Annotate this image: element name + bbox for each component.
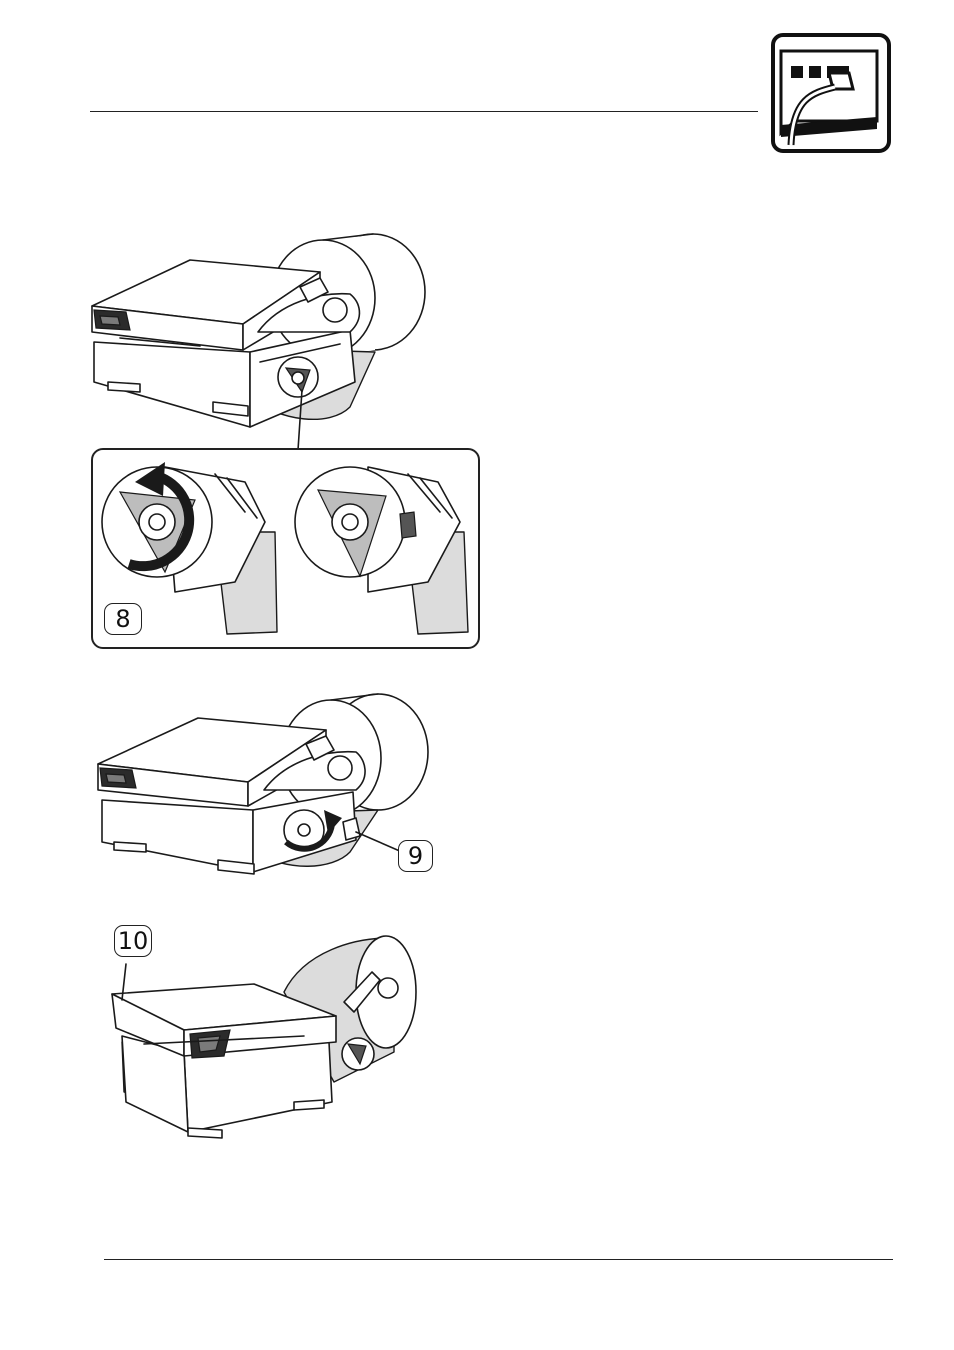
step-callout-10: 10: [114, 925, 152, 957]
step-callout-8: 8: [104, 603, 142, 635]
step-number-10: 10: [118, 929, 149, 953]
step-number-8: 8: [115, 607, 130, 631]
detail-leader-line: [290, 390, 310, 452]
printer-knob-turn-figure: [88, 692, 438, 882]
printer-connector-icon: [771, 33, 891, 153]
step-number-9: 9: [408, 844, 423, 868]
footer-rule: [104, 1259, 893, 1260]
roll-holder-detail-right: [288, 452, 478, 642]
header-rule: [90, 111, 758, 112]
printer-front-view-figure: [104, 932, 424, 1142]
step-callout-9: 9: [398, 840, 433, 872]
printer-paper-feed-figure: [80, 232, 440, 442]
